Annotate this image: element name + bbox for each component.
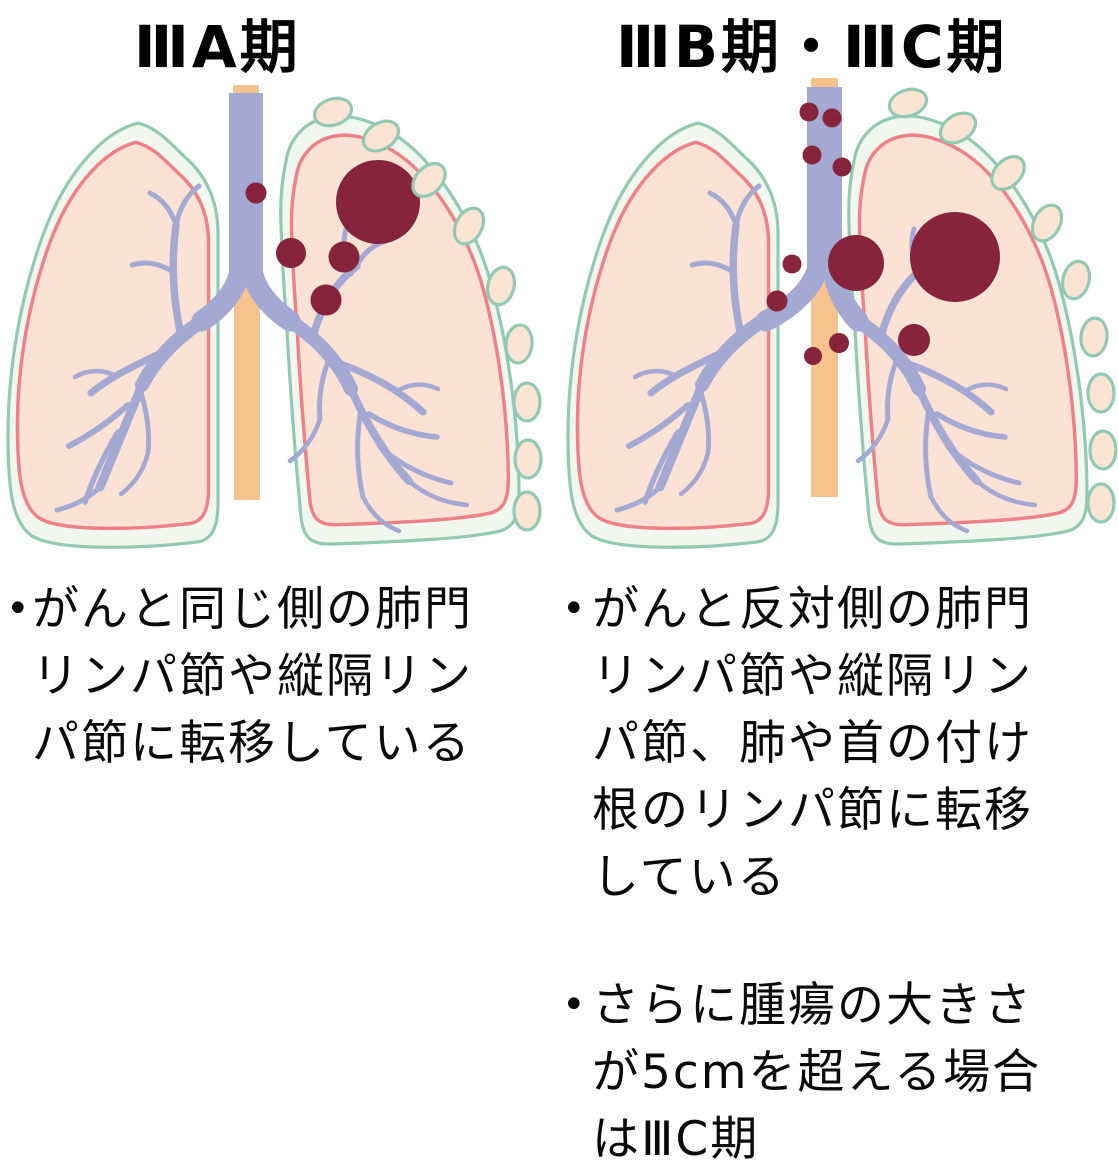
stage-3b-bullet-text: がんと反対側の肺門リンパ節や縦隔リンパ節、肺や首の付け根のリンパ節に転移している [592,582,1033,905]
hilar-node [898,324,930,356]
contralateral-hilar-node [782,254,802,274]
hilar-node [828,235,884,291]
paratracheal-node [802,145,822,165]
tumor-and-metastases [766,102,1000,365]
list-item: • さらに腫瘍の大きさが5cmを超える場合はⅢC期 [562,972,1064,1166]
hilar-node [276,238,306,268]
lymph-node-chain [887,87,1118,524]
stage-3a-description: • がんと同じ側の肺門リンパ節や縦隔リンパ節に転移している [6,576,504,777]
hilar-node [310,284,342,316]
stage-3c-bullet-text: さらに腫瘍の大きさが5cmを超える場合はⅢC期 [592,978,1042,1166]
list-item: • がんと同じ側の肺門リンパ節や縦隔リンパ節に転移している [6,576,504,777]
subcarinal-node [804,347,822,365]
stage-3b-3c-description: • がんと反対側の肺門リンパ節や縦隔リンパ節、肺や首の付け根のリンパ節に転移して… [562,576,1064,1166]
bullet-icon: • [562,586,588,632]
bullet-icon: • [562,982,588,1028]
contralateral-hilar-node [766,290,788,312]
list-item: • がんと反対側の肺門リンパ節や縦隔リンパ節、肺や首の付け根のリンパ節に転移して… [562,576,1064,911]
hilar-node [328,241,360,273]
lung-illustration-stage-3a [6,85,543,549]
stage-3b-3c-title: ⅢB期・ⅢC期 [616,13,1008,81]
bronchial-tree-right-lung [54,183,209,513]
mediastinal-node [245,182,267,204]
stage-3a-title: ⅢA期 [134,13,301,81]
bullet-icon: • [6,586,32,632]
primary-tumor [336,160,420,244]
lung-illustration-stage-3b-3c [566,78,1118,549]
lymph-node-chain [312,96,543,532]
paratracheal-node [832,157,852,177]
bronchial-tree-right-lung [614,183,769,513]
esophagus [811,78,838,497]
supraclavicular-node [822,108,842,128]
supraclavicular-node [799,102,819,122]
primary-tumor [910,212,1000,302]
bronchial-tree-left-lung [851,226,1038,534]
subcarinal-node [829,333,849,353]
trachea-and-bronchi [54,93,470,534]
tumor-and-metastases [245,160,420,316]
stage-3a-bullet-text: がんと同じ側の肺門リンパ節や縦隔リンパ節に転移している [32,582,473,771]
